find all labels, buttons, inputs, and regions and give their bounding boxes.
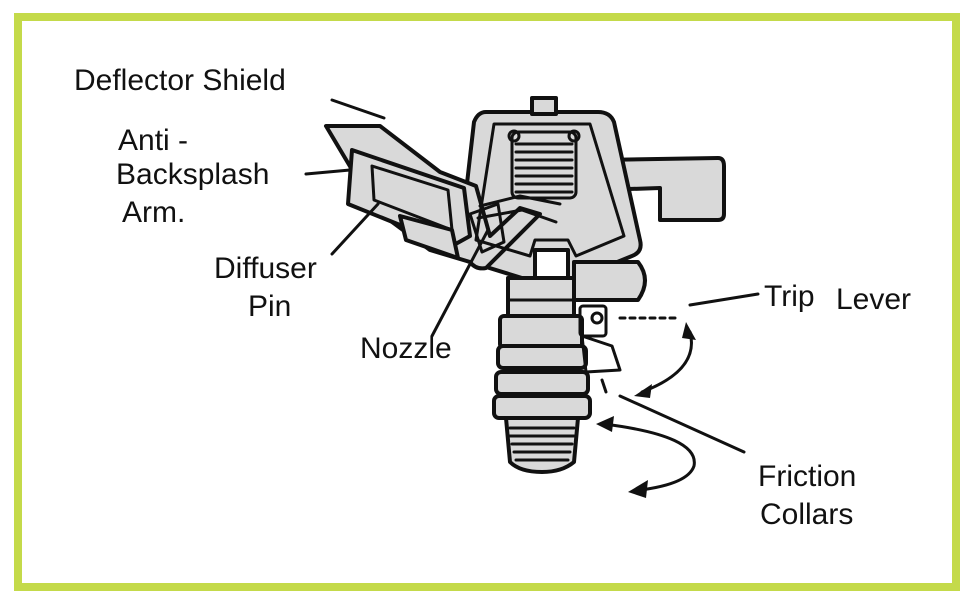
trip-hook (602, 380, 606, 392)
trip-clip-pin (592, 313, 602, 323)
label-backsplash: Backsplash (116, 160, 269, 190)
collar-ring-3 (494, 396, 590, 418)
trip-arrow-head-top (682, 322, 696, 340)
label-diffuser: Diffuser (214, 254, 317, 284)
neck (508, 278, 574, 318)
label-collars: Collars (760, 500, 853, 530)
trip-rotation-arrow (642, 332, 691, 392)
collar-rotation-arrow (604, 424, 694, 490)
lever-housing (574, 262, 645, 300)
leader-diffuser (332, 204, 378, 254)
upper-collar (500, 316, 582, 348)
leader-trip (690, 294, 758, 305)
label-trip: Trip (764, 282, 815, 312)
label-nozzle: Nozzle (360, 334, 452, 364)
leader-backsplash (306, 170, 350, 174)
collar-ring-1 (498, 346, 586, 368)
label-lever: Lever (836, 285, 911, 315)
spring (516, 144, 572, 192)
label-arm: Arm. (122, 198, 185, 228)
label-deflector-shield: Deflector Shield (74, 66, 286, 96)
label-anti: Anti - (118, 126, 188, 156)
collar-ring-2 (496, 372, 588, 394)
leader-deflector (332, 100, 384, 118)
label-pin: Pin (248, 292, 291, 322)
trip-arrow-head-bottom (634, 384, 652, 398)
label-friction: Friction (758, 462, 856, 492)
collar-arrow-head-bottom (628, 480, 648, 498)
top-cap (532, 98, 556, 114)
collar-arrow-head-top (596, 416, 614, 432)
